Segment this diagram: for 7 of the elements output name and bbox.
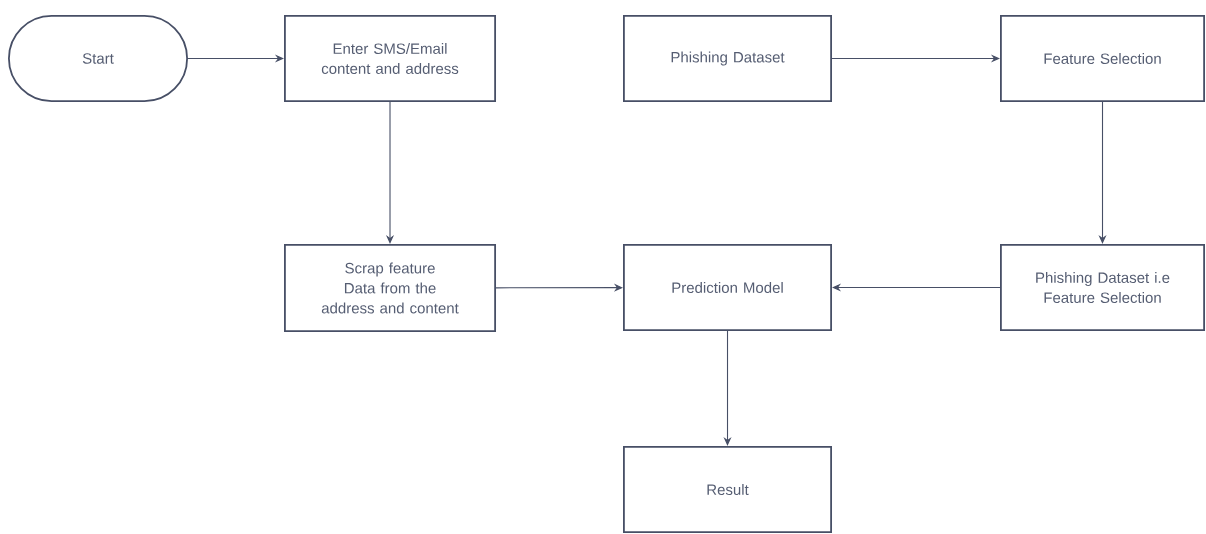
process-box: Phishing Dataset — [623, 15, 832, 102]
process-box: Enter SMS/Email content and address — [284, 15, 496, 102]
process-box: Prediction Model — [623, 244, 832, 331]
process-box: Phishing Dataset i.e Feature Selection — [1000, 244, 1205, 331]
process-box: Result — [623, 446, 832, 533]
process-box: Scrap feature Data from the address and content — [284, 244, 496, 332]
process-box: Feature Selection — [1000, 15, 1205, 102]
